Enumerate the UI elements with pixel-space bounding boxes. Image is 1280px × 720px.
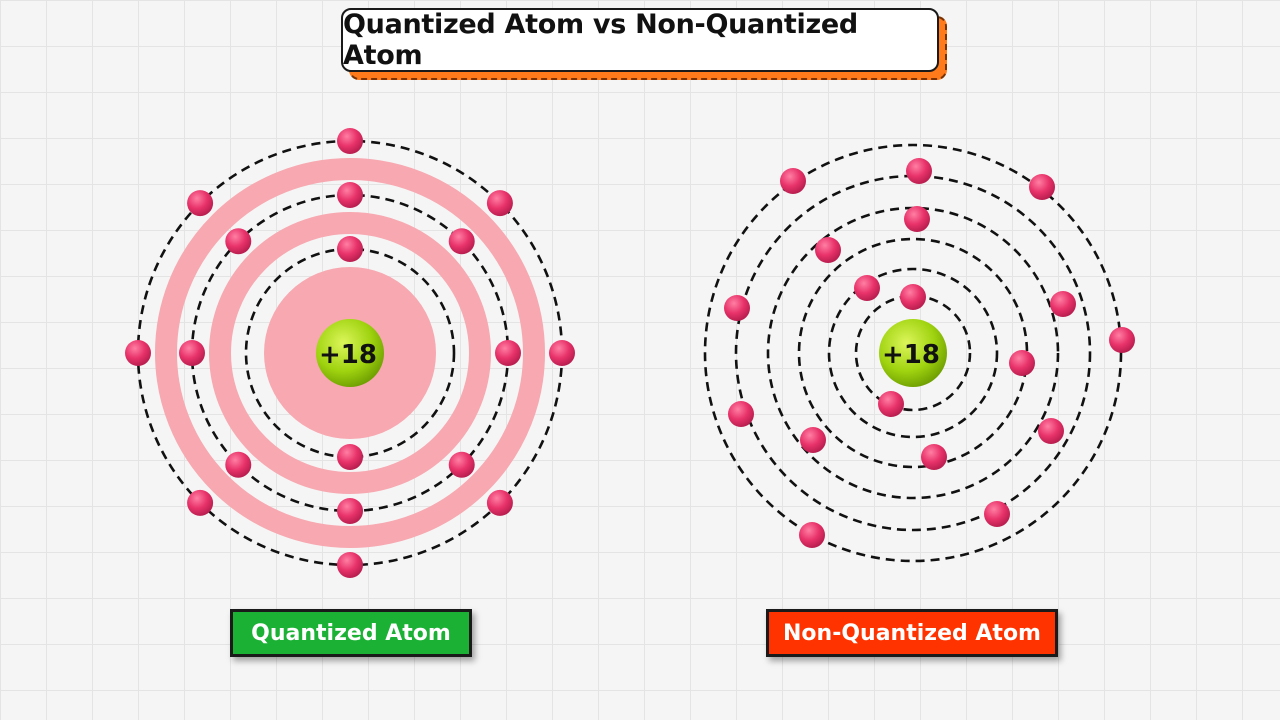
orbit-6 <box>703 143 1123 563</box>
electron <box>1038 418 1064 444</box>
quantized-atom-label-text: Quantized Atom <box>251 620 451 646</box>
electron <box>225 451 252 478</box>
nucleus <box>879 319 947 387</box>
electron <box>448 451 475 478</box>
electron <box>337 552 363 578</box>
electron <box>1029 174 1055 200</box>
nucleus <box>316 319 384 387</box>
non-quantized-atom: +18 <box>703 143 1135 563</box>
electron <box>1050 291 1076 317</box>
electron <box>337 128 363 154</box>
electron <box>906 158 932 184</box>
electron <box>337 182 363 208</box>
quantized-atom: +18 <box>125 128 575 578</box>
electron <box>448 228 475 255</box>
electron <box>337 236 363 262</box>
title-banner: Quantized Atom vs Non-Quantized Atom <box>341 8 947 80</box>
electron <box>1109 327 1135 353</box>
electron <box>900 284 926 310</box>
electron <box>815 237 841 263</box>
electron <box>984 501 1010 527</box>
nucleus-charge: +18 <box>319 340 377 370</box>
non-quantized-electrons <box>724 158 1135 548</box>
electron <box>187 190 214 217</box>
electron <box>799 522 825 548</box>
non-quantized-atom-label-text: Non-Quantized Atom <box>783 620 1041 646</box>
electron <box>780 168 806 194</box>
electron <box>486 190 513 217</box>
electron <box>800 427 826 453</box>
electron <box>337 444 363 470</box>
electron <box>854 275 880 301</box>
electron <box>486 489 513 516</box>
electron <box>337 498 363 524</box>
nucleus-charge: +18 <box>882 340 940 370</box>
electron <box>904 206 930 232</box>
electron <box>728 401 754 427</box>
electron <box>125 340 151 366</box>
outer-energy-band <box>155 158 545 548</box>
electron <box>921 444 947 470</box>
electron <box>878 391 904 417</box>
electron <box>1009 350 1035 376</box>
electron <box>549 340 575 366</box>
page-title: Quantized Atom vs Non-Quantized Atom <box>343 9 858 71</box>
non-quantized-atom-label: Non-Quantized Atom <box>766 609 1058 657</box>
electron <box>495 340 521 366</box>
quantized-atom-label: Quantized Atom <box>230 609 472 657</box>
electron <box>225 228 252 255</box>
orbit-2 <box>827 267 999 439</box>
electron <box>724 295 750 321</box>
middle-energy-band <box>209 212 491 494</box>
quantized-electrons <box>125 128 575 578</box>
title-box: Quantized Atom vs Non-Quantized Atom <box>341 8 939 72</box>
electron <box>179 340 205 366</box>
electron <box>187 489 214 516</box>
orbit-1 <box>854 294 972 412</box>
shell-orbit-1 <box>244 247 456 459</box>
